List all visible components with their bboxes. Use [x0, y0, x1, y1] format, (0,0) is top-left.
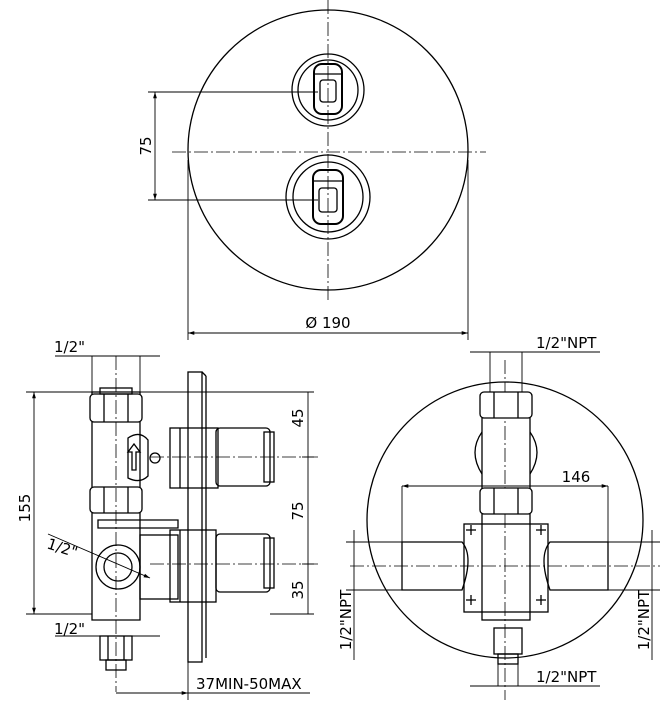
upper-offset-label: 45: [289, 408, 307, 427]
left-thread-label: 1/2": [45, 535, 80, 562]
back-bottom-thread-label: 1/2"NPT: [536, 668, 597, 686]
back-top-thread-label: 1/2"NPT: [536, 334, 597, 352]
back-left-thread-label: 1/2"NPT: [337, 589, 355, 650]
right-arm: [543, 541, 609, 591]
bottom-thread-label: 1/2": [54, 620, 85, 638]
flow-arrow-icon: [126, 442, 142, 471]
front-view: 75 Ø 190: [137, 0, 486, 340]
wall-plate: [187, 371, 203, 663]
back-width-label: 146: [562, 468, 591, 486]
vertical-spacing-label: 75: [137, 136, 155, 155]
upper-cartridge: [169, 427, 219, 489]
wall-depth-label: 37MIN-50MAX: [196, 675, 302, 693]
diameter-label: Ø 190: [305, 314, 350, 332]
back-right-thread-label: 1/2"NPT: [635, 589, 653, 650]
lower-cartridge: [169, 529, 217, 603]
upper-handle: [291, 53, 365, 127]
lower-offset-label: 35: [289, 580, 307, 599]
middle-offset-label: 75: [289, 501, 307, 520]
back-view: 1/2"NPT 1/2"NPT 146 1/2"NPT 1/2"NPT: [337, 334, 660, 700]
side-view: 1/2" 1/2" 1/2" 155 45 75 35 37MIN-50MAX: [16, 338, 320, 700]
side-port: [95, 544, 141, 590]
mounting-holes: [466, 525, 546, 605]
left-arm: [401, 541, 469, 591]
valve-body: [91, 391, 141, 621]
height-label: 155: [16, 494, 34, 523]
lower-handle: [285, 154, 371, 240]
top-thread-label: 1/2": [54, 338, 85, 356]
marker-icon: [149, 452, 161, 464]
